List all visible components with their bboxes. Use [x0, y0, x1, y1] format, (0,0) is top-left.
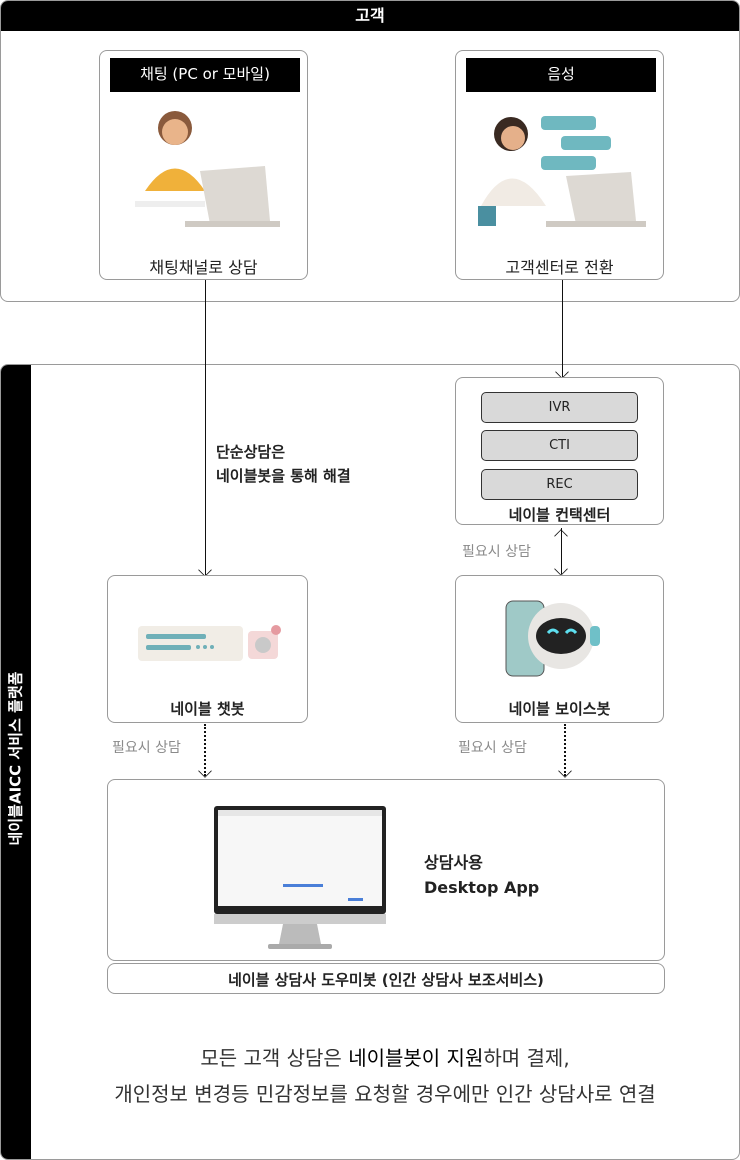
summary-line1: 모든 고객 상담은 네이블봇이 지원하며 결제, [30, 1040, 740, 1076]
voice-to-contact-arrow [562, 280, 563, 377]
summary-part: 하며 결제, [483, 1046, 570, 1070]
ivr-module: IVR [481, 392, 638, 423]
voice-channel-card: 음성 고객센터로 전환 [455, 50, 664, 280]
simple-note-line1: 단순상담은 [216, 443, 286, 461]
voice-customer-illustration [478, 116, 646, 227]
need-consult-label: 필요시 상담 [462, 544, 531, 560]
agent-assist-bot-text: 네이블 상담사 도우미봇 (인간 상담사 보조서비스) [228, 971, 544, 989]
monitor-illustration [214, 806, 386, 949]
chatbot-label: 네이블 챗봇 [170, 700, 245, 718]
summary-highlight: 네이블봇이 지원 [348, 1046, 484, 1070]
chatbot-illustration [138, 625, 281, 661]
desktop-line1: 상담사용 [424, 853, 483, 872]
summary-part: 모든 고객 상담은 [200, 1046, 349, 1070]
need-consult-label-voice: 필요시 상담 [458, 740, 527, 756]
voicebot-card: 네이블 보이스봇 [455, 575, 664, 723]
platform-sidebar [1, 365, 31, 1159]
cti-module: CTI [481, 430, 638, 461]
voice-caption: 고객센터로 전환 [505, 258, 614, 277]
contact-center-card: IVR CTI REC 네이블 컨택센터 [455, 377, 664, 525]
desktop-app-card: 상담사용 Desktop App [107, 779, 665, 961]
chat-label: 채팅 (PC or 모바일) [110, 58, 300, 92]
voicebot-label: 네이블 보이스봇 [508, 700, 611, 718]
contact-center-label: 네이블 컨택센터 [508, 506, 611, 524]
summary-text: 모든 고객 상담은 네이블봇이 지원하며 결제, 개인정보 변경등 민감정보를 … [30, 1040, 740, 1112]
contact-voicebot-arrow [561, 528, 562, 574]
agent-assist-bot-label: 네이블 상담사 도우미봇 (인간 상담사 보조서비스) [107, 963, 665, 994]
chat-channel-card: 채팅 (PC or 모바일) 채팅채널로 상담 [99, 50, 308, 280]
need-consult-label-chat: 필요시 상담 [112, 740, 181, 756]
summary-line2: 개인정보 변경등 민감정보를 요청할 경우에만 인간 상담사로 연결 [114, 1082, 656, 1106]
rec-module: REC [481, 469, 638, 500]
voicebot-illustration [505, 600, 600, 677]
chat-customer-illustration [135, 111, 280, 227]
voice-label: 음성 [466, 58, 656, 92]
simple-note-line2: 네이블봇을 통해 해결 [216, 467, 351, 485]
customer-title: 고객 [1, 1, 739, 31]
chatbot-to-desktop-arrow [204, 724, 206, 776]
desktop-line2: Desktop App [424, 878, 540, 897]
desktop-app-text: 상담사용 Desktop App [424, 850, 539, 900]
customer-section: 고객 [0, 0, 740, 302]
chatbot-card: 네이블 챗봇 [107, 575, 308, 723]
platform-title: 네이블AICC 서비스 플랫폼 [6, 671, 25, 846]
chat-caption: 채팅채널로 상담 [149, 258, 258, 277]
chat-to-chatbot-arrow [205, 280, 206, 575]
voicebot-to-desktop-arrow [564, 724, 566, 776]
simple-note: 단순상담은 네이블봇을 통해 해결 [216, 440, 351, 488]
